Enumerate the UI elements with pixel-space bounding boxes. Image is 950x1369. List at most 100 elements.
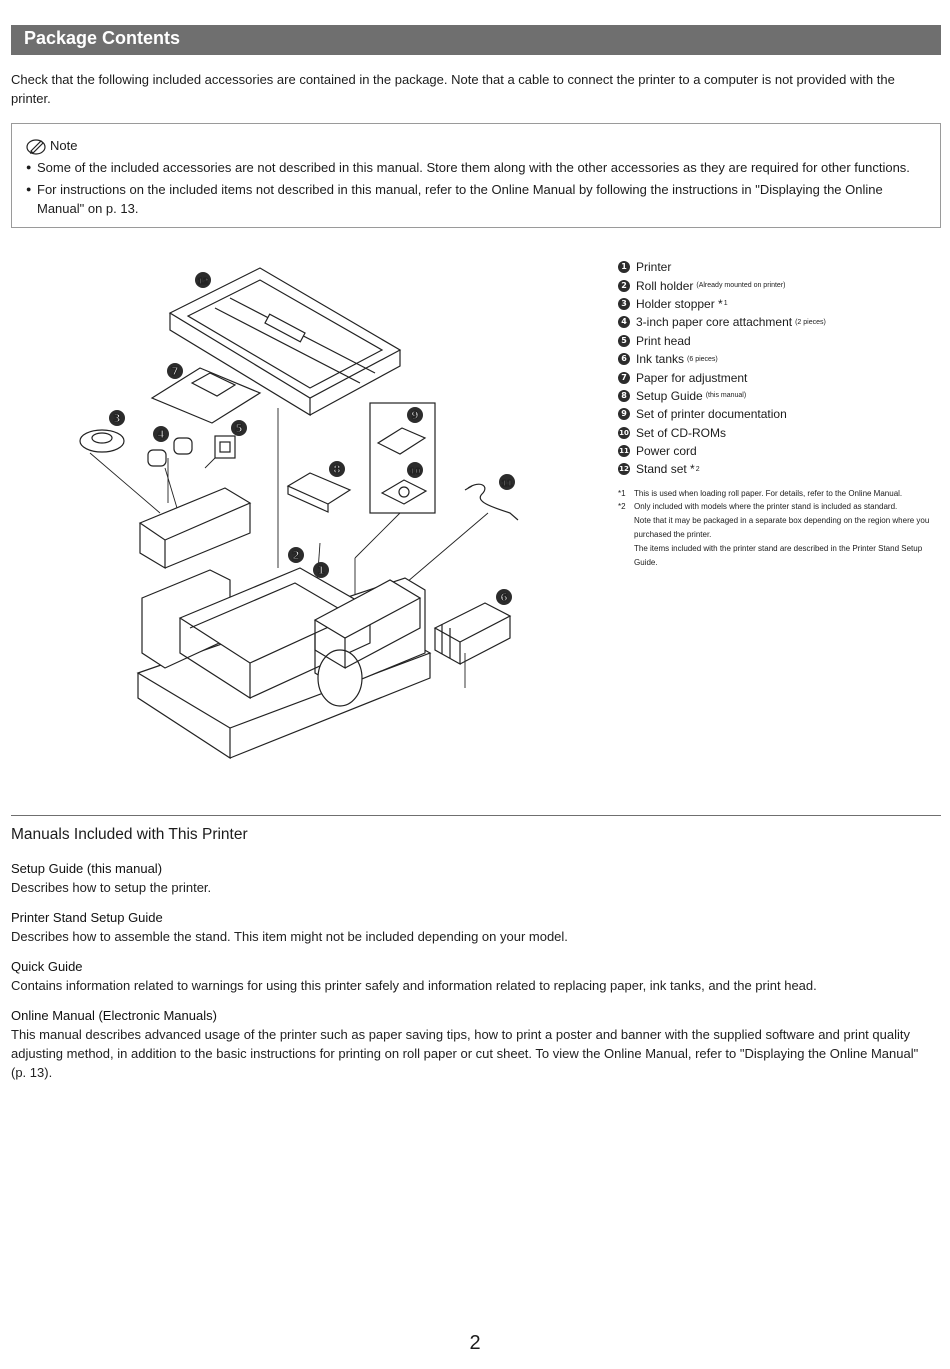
adjustment-paper [152, 368, 260, 423]
part-item: 3 Holder stopper *1 [618, 295, 938, 313]
footnote-2-continued: Note that it may be packaged in a separa… [618, 514, 938, 542]
section-header: Package Contents [11, 25, 941, 55]
paper-core-attachments [148, 438, 192, 466]
part-footnote-ref: 1 [724, 300, 728, 307]
part-name: Set of printer documentation [636, 407, 787, 421]
svg-text:10: 10 [409, 467, 421, 476]
part-number: 1 [618, 261, 630, 273]
part-name: Power cord [636, 444, 697, 458]
svg-text:2: 2 [292, 549, 300, 562]
manual-entry: Setup Guide (this manual) Describes how … [11, 860, 931, 897]
svg-text:9: 9 [411, 409, 419, 422]
callout-3: 3 [109, 410, 125, 426]
part-name: 3-inch paper core attachment [636, 315, 792, 329]
part-footnote-ref: 2 [696, 466, 700, 473]
page-number: 2 [0, 1332, 950, 1355]
part-number: 9 [618, 408, 630, 420]
part-number: 10 [618, 427, 630, 439]
footnote-text: Only included with models where the prin… [634, 500, 897, 514]
svg-text:11: 11 [501, 479, 513, 488]
footnote-text: This is used when loading roll paper. Fo… [634, 487, 902, 501]
footnote-2-stand-note: The items included with the printer stan… [618, 542, 938, 570]
callout-1: 1 [313, 562, 329, 578]
callout-11: 11 [499, 474, 515, 490]
svg-text:6: 6 [500, 591, 508, 604]
part-number: 5 [618, 335, 630, 347]
part-item: 4 3-inch paper core attachment(2 pieces) [618, 313, 938, 331]
footnote-2: *2 Only included with models where the p… [618, 500, 938, 514]
print-head [215, 436, 235, 458]
svg-text:3: 3 [113, 412, 121, 425]
part-number: 12 [618, 463, 630, 475]
manual-entry: Quick Guide Contains information related… [11, 958, 931, 995]
part-qualifier: (2 pieces) [795, 319, 826, 326]
part-item: 9 Set of printer documentation [618, 405, 938, 423]
callout-5: 5 [231, 420, 247, 436]
part-name: Stand set * [636, 462, 695, 476]
svg-text:5: 5 [235, 422, 243, 435]
note-list: Some of the included accessories are not… [26, 158, 926, 218]
callout-2: 2 [288, 547, 304, 563]
callout-4: 4 [153, 426, 169, 442]
part-item: 2Roll holder(Already mounted on printer) [618, 276, 938, 294]
manual-name: Online Manual (Electronic Manuals) [11, 1007, 931, 1025]
footnote-1: *1 This is used when loading roll paper.… [618, 487, 938, 501]
manual-description: Describes how to setup the printer. [11, 878, 931, 897]
note-label: Note [50, 136, 77, 155]
manual-entry: Online Manual (Electronic Manuals) This … [11, 1007, 931, 1082]
part-number: 8 [618, 390, 630, 402]
parts-list: 1Printer 2Roll holder(Already mounted on… [618, 258, 938, 479]
callout-8: 8 [329, 461, 345, 477]
manuals-section-title: Manuals Included with This Printer [11, 826, 248, 844]
note-item: Some of the included accessories are not… [26, 158, 926, 177]
parts-footnotes: *1 This is used when loading roll paper.… [618, 487, 938, 570]
intro-text: Check that the following included access… [11, 70, 931, 108]
callout-10: 10 [407, 462, 423, 478]
part-name: Roll holder [636, 279, 693, 293]
ink-tanks [435, 603, 510, 664]
accessory-box [140, 488, 250, 568]
part-qualifier: (6 pieces) [687, 356, 718, 363]
section-title: Package Contents [24, 28, 180, 48]
power-cord [465, 484, 518, 520]
part-number: 4 [618, 316, 630, 328]
footnote-mark: *2 [618, 500, 634, 514]
manuals-list: Setup Guide (this manual) Describes how … [11, 860, 931, 1094]
note-heading: Note [26, 136, 926, 155]
manual-description: Contains information related to warnings… [11, 976, 931, 995]
part-item: 8Setup Guide(this manual) [618, 387, 938, 405]
pencil-note-icon [26, 137, 46, 155]
part-item: 10Set of CD-ROMs [618, 424, 938, 442]
svg-text:4: 4 [157, 428, 165, 441]
documentation-box [370, 403, 435, 513]
package-contents-illustration: 1 2 3 4 5 6 7 8 9 10 11 12 [70, 258, 540, 798]
manual-entry: Printer Stand Setup Guide Describes how … [11, 909, 931, 946]
svg-text:1: 1 [317, 564, 325, 577]
holder-stopper [80, 430, 124, 452]
part-name: Print head [636, 334, 691, 348]
part-name: Holder stopper * [636, 297, 723, 311]
section-divider [11, 815, 941, 816]
callout-9: 9 [407, 407, 423, 423]
part-number: 3 [618, 298, 630, 310]
note-item: For instructions on the included items n… [26, 180, 926, 218]
svg-text:12: 12 [197, 277, 208, 286]
manual-description: This manual describes advanced usage of … [11, 1025, 931, 1082]
setup-guide-book [288, 473, 350, 512]
part-name: Ink tanks [636, 352, 684, 366]
callout-12: 12 [195, 272, 211, 288]
manual-name: Printer Stand Setup Guide [11, 909, 931, 927]
manual-name: Setup Guide (this manual) [11, 860, 931, 878]
svg-text:8: 8 [333, 463, 341, 476]
part-number: 2 [618, 280, 630, 292]
manual-description: Describes how to assemble the stand. Thi… [11, 927, 931, 946]
footnote-mark: *1 [618, 487, 634, 501]
note-box: Note Some of the included accessories ar… [11, 123, 941, 228]
part-name: Setup Guide [636, 389, 703, 403]
part-item: 5 Print head [618, 332, 938, 350]
svg-text:7: 7 [171, 365, 179, 378]
